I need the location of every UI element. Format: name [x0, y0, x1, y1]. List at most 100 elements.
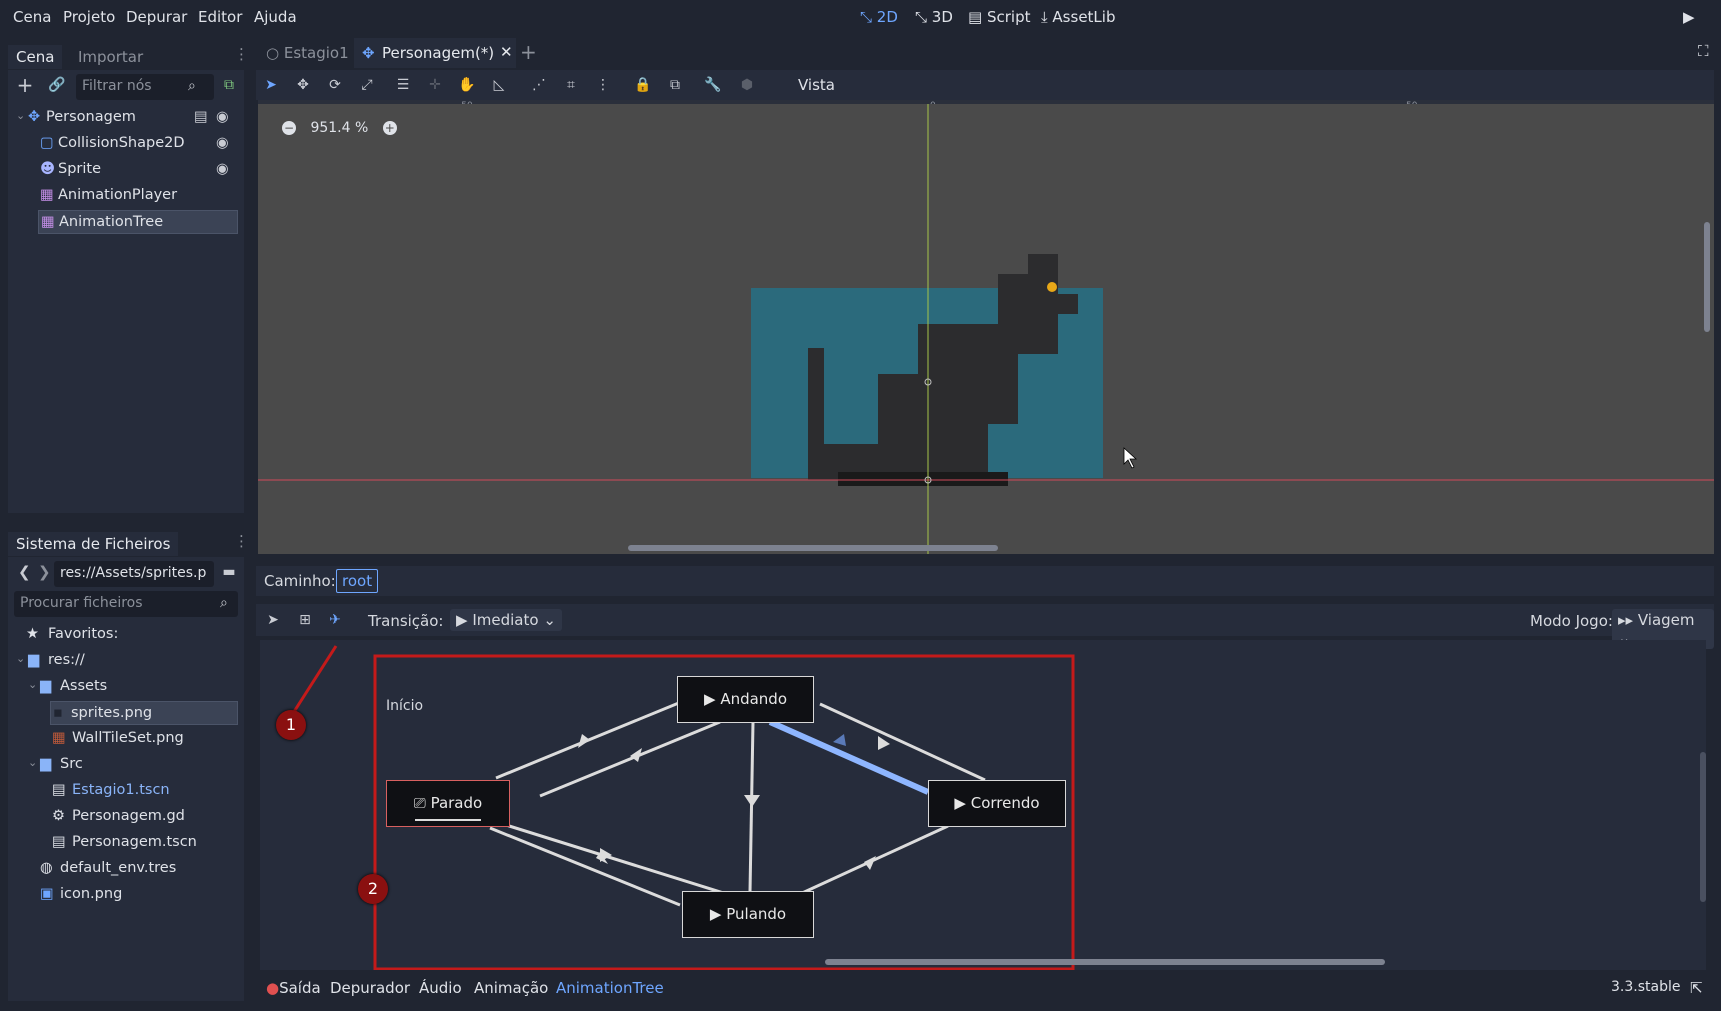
mode-assetlib-button[interactable]: ⤓ AssetLib [1041, 8, 1116, 26]
image-icon: ▣ [40, 886, 54, 902]
dock-menu-icon[interactable]: ⋮ [234, 532, 249, 550]
tree-node-sprite[interactable]: ☻ Sprite ◉ [8, 158, 244, 182]
viewport-canvas [258, 104, 1714, 554]
scale-tool-icon[interactable]: ⤢ [361, 77, 373, 93]
bone-icon[interactable]: 🔧 [704, 77, 722, 93]
state-parado[interactable]: ⎚ Parado [386, 780, 510, 827]
fullscreen-icon[interactable]: ⛶ [1698, 42, 1709, 60]
file-walltileset-png[interactable]: ▦ WallTileSet.png [52, 730, 184, 746]
link-icon[interactable]: 🔗 [48, 77, 66, 93]
state-correndo[interactable]: ▶ Correndo [928, 780, 1066, 827]
tab-cena[interactable]: Cena [8, 45, 63, 69]
tab-depurador[interactable]: Depurador [330, 979, 411, 997]
mode-3d-button[interactable]: ⤡ 3D [915, 8, 953, 26]
expand-panel-icon[interactable]: ⇱ [1690, 979, 1703, 997]
menu-depurar[interactable]: Depurar [126, 8, 188, 26]
filter-nodes-input[interactable]: Filtrar nós [76, 74, 214, 100]
graph-horizontal-scrollbar[interactable] [825, 959, 1385, 965]
file-estagio1-tscn[interactable]: ▤ Estagio1.tscn [52, 782, 170, 798]
tab-animacao[interactable]: Animação [474, 979, 549, 997]
tree-node-animationplayer[interactable]: ▦ AnimationPlayer [40, 187, 178, 203]
menu-projeto[interactable]: Projeto [63, 8, 116, 26]
assetlib-icon: ⤓ [1041, 8, 1048, 26]
tab-estagio1[interactable]: ○ Estagio1 [266, 44, 349, 62]
zoom-level[interactable]: 951.4 % [310, 120, 369, 136]
ruler-tool-icon[interactable]: ◺ [493, 77, 505, 93]
state-pulando[interactable]: ▶ Pulando [682, 891, 814, 938]
mode-2d-button[interactable]: ⤡ 2D [860, 8, 898, 26]
tab-filesystem[interactable]: Sistema de Ficheiros [8, 532, 179, 556]
menu-editor[interactable]: Editor [198, 8, 243, 26]
chevron-down-icon[interactable]: ⌄ [16, 109, 26, 122]
chevron-down-icon[interactable]: ⌄ [16, 652, 26, 665]
script-attached-icon[interactable]: ▤ [194, 109, 208, 125]
select-tool-icon[interactable]: ➤ [267, 612, 279, 628]
state-andando[interactable]: ▶ Andando [677, 676, 814, 723]
rotate-tool-icon[interactable]: ⟳ [329, 77, 341, 93]
more-options-icon[interactable]: ⋮ [596, 77, 610, 93]
mode-script-button[interactable]: ▤ Script [968, 8, 1031, 26]
select-tool-icon[interactable]: ➤ [265, 77, 277, 93]
file-res[interactable]: ⌄ ▆ res:// [16, 652, 85, 668]
tab-audio[interactable]: Áudio [419, 979, 462, 997]
snap-icon[interactable]: ⋰ [532, 77, 546, 93]
forward-icon[interactable]: ❯ [38, 563, 51, 581]
search-files-input[interactable]: Procurar ficheiros [14, 591, 238, 617]
list-tool-icon[interactable]: ☰ [396, 77, 410, 93]
menu-ajuda[interactable]: Ajuda [254, 8, 297, 26]
zoom-in-icon[interactable]: + [382, 121, 397, 135]
file-icon-png[interactable]: ▣ icon.png [40, 886, 123, 902]
add-node-button[interactable]: + [14, 74, 36, 96]
tree-node-animationtree[interactable]: ▦ AnimationTree [38, 210, 238, 234]
graph-vertical-scrollbar[interactable] [1700, 752, 1706, 902]
file-assets[interactable]: ⌄ ▆ Assets [28, 678, 108, 694]
lock-icon[interactable]: 🔒 [634, 77, 652, 93]
file-personagem-tscn[interactable]: ▤ Personagem.tscn [52, 834, 197, 850]
mouse-cursor [1123, 447, 1138, 469]
active-arrow [833, 734, 846, 746]
vertical-scrollbar[interactable] [1704, 222, 1710, 332]
move-tool-icon[interactable]: ✥ [297, 77, 309, 93]
grid-snap-icon[interactable]: ⌗ [567, 77, 575, 93]
visibility-eye-icon[interactable]: ◉ [216, 109, 229, 125]
canvas-viewport[interactable]: − 951.4 % + [258, 104, 1714, 554]
visibility-eye-icon[interactable]: ◉ [216, 135, 229, 151]
group-icon[interactable]: ⧉ [670, 77, 680, 93]
camera-icon[interactable]: ⬢ [740, 77, 754, 93]
animtree-path-bar: Caminho: root [256, 566, 1714, 596]
path-root-button[interactable]: root [336, 569, 379, 593]
tab-personagem[interactable]: ✥ Personagem(*) ✕ [354, 38, 516, 68]
tab-saida[interactable]: ●Saída [266, 979, 321, 997]
pan-tool-icon[interactable]: ✋ [458, 77, 476, 93]
connect-tool-icon[interactable]: ✈ [329, 612, 341, 628]
chevron-down-icon[interactable]: ⌄ [28, 678, 38, 691]
zoom-out-icon[interactable]: − [282, 121, 296, 135]
state-machine-graph[interactable]: Início ▶ Andando ⎚ Parado ▶ Correndo ▶ P… [260, 640, 1706, 970]
tab-importar[interactable]: Importar [78, 48, 144, 66]
close-tab-icon[interactable]: ✕ [500, 43, 513, 61]
chevron-down-icon[interactable]: ⌄ [28, 756, 38, 769]
pivot-tool-icon[interactable]: ✛ [429, 77, 441, 93]
vista-menu[interactable]: Vista [798, 76, 835, 94]
back-icon[interactable]: ❮ [18, 563, 31, 581]
tab-animationtree[interactable]: AnimationTree [556, 979, 664, 997]
dock-menu-icon[interactable]: ⋮ [234, 45, 249, 63]
file-src[interactable]: ⌄ ▆ Src [28, 756, 83, 772]
visibility-eye-icon[interactable]: ◉ [216, 161, 229, 177]
file-sprites-png[interactable]: ▪ sprites.png [50, 701, 238, 725]
play-button[interactable]: ▶ [1683, 8, 1695, 26]
tree-node-collisionshape[interactable]: ▢ CollisionShape2D ◉ [8, 132, 244, 156]
file-favoritos[interactable]: ★ Favoritos: [26, 626, 119, 642]
create-node-icon[interactable]: ⊞ [299, 612, 311, 628]
file-default-env[interactable]: ◍ default_env.tres [40, 860, 177, 876]
new-tab-plus-icon[interactable]: + [520, 40, 537, 64]
image-icon: ▪ [53, 705, 63, 721]
transition-type-select[interactable]: ▶ Imediato ⌄ [450, 609, 562, 631]
instance-scene-button[interactable]: ⧉ [218, 74, 240, 96]
file-personagem-gd[interactable]: ⚙ Personagem.gd [52, 808, 185, 824]
split-view-icon[interactable]: ▬ [222, 564, 236, 580]
menu-cena[interactable]: Cena [13, 8, 52, 26]
path-field[interactable]: res://Assets/sprites.p [54, 561, 214, 587]
tree-node-personagem[interactable]: ⌄ ✥ Personagem ▤ ◉ [8, 106, 244, 130]
horizontal-scrollbar[interactable] [628, 545, 998, 551]
